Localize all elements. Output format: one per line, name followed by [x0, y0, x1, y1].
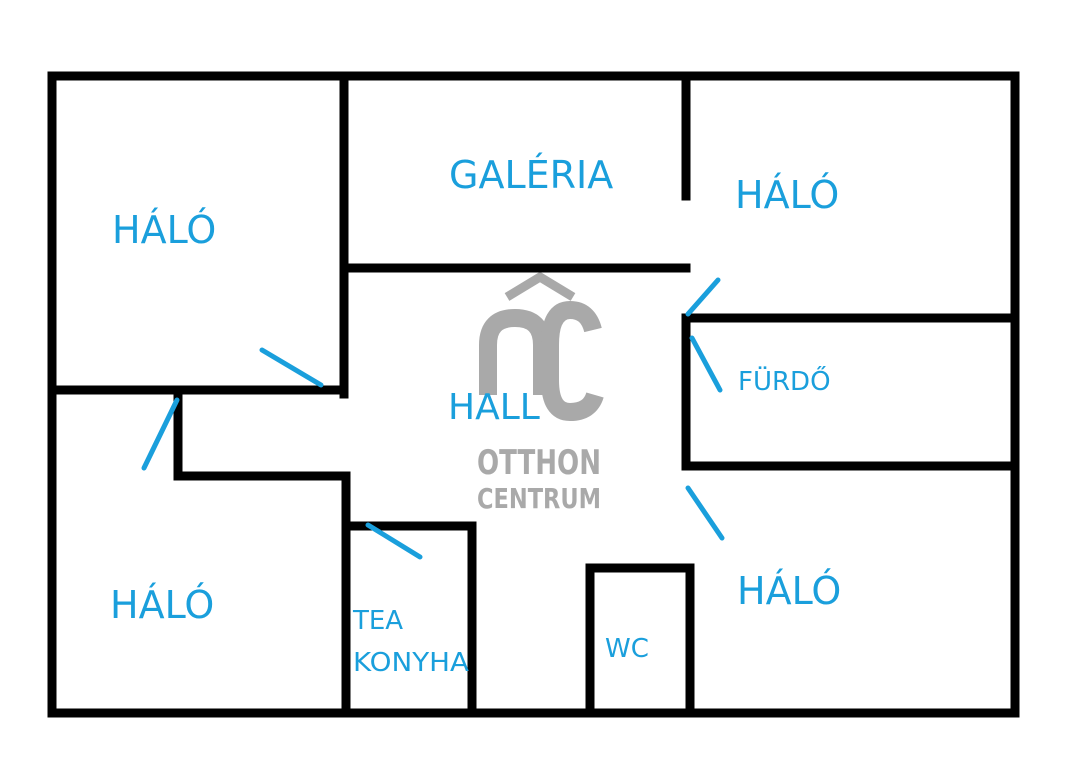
room-labels: HÁLÓ GALÉRIA HÁLÓ HALL FÜRDŐ HÁLÓ TEA KO… [110, 153, 841, 678]
watermark-line2: CENTRUM [477, 482, 601, 515]
watermark-c-icon [541, 300, 604, 422]
door-swing-icon [365, 522, 423, 560]
watermark-hat-icon [504, 271, 576, 301]
door-swing-icon [685, 485, 725, 541]
room-label-halo-top-right: HÁLÓ [735, 173, 839, 217]
walls [47, 71, 1020, 718]
door-swing-icon [685, 277, 721, 317]
otthon-centrum-watermark: OTTHON CENTRUM [477, 271, 604, 515]
door-swing-icon [141, 397, 180, 471]
room-label-halo-bottom-right: HÁLÓ [737, 569, 841, 613]
doors [141, 277, 725, 560]
room-label-halo-top-left: HÁLÓ [112, 208, 216, 252]
room-label-furdo: FÜRDŐ [738, 365, 831, 397]
room-label-wc: WC [605, 634, 649, 664]
room-label-konyha: KONYHA [353, 648, 469, 678]
room-label-hall: HALL [448, 387, 540, 428]
door-swing-icon [689, 335, 723, 393]
door-swing-icon [259, 347, 324, 388]
watermark-o-icon [479, 308, 551, 395]
watermark-line1: OTTHON [477, 443, 601, 483]
room-label-halo-bottom-left: HÁLÓ [110, 583, 214, 627]
room-label-tea: TEA [352, 606, 403, 636]
room-label-galeria: GALÉRIA [449, 153, 613, 197]
